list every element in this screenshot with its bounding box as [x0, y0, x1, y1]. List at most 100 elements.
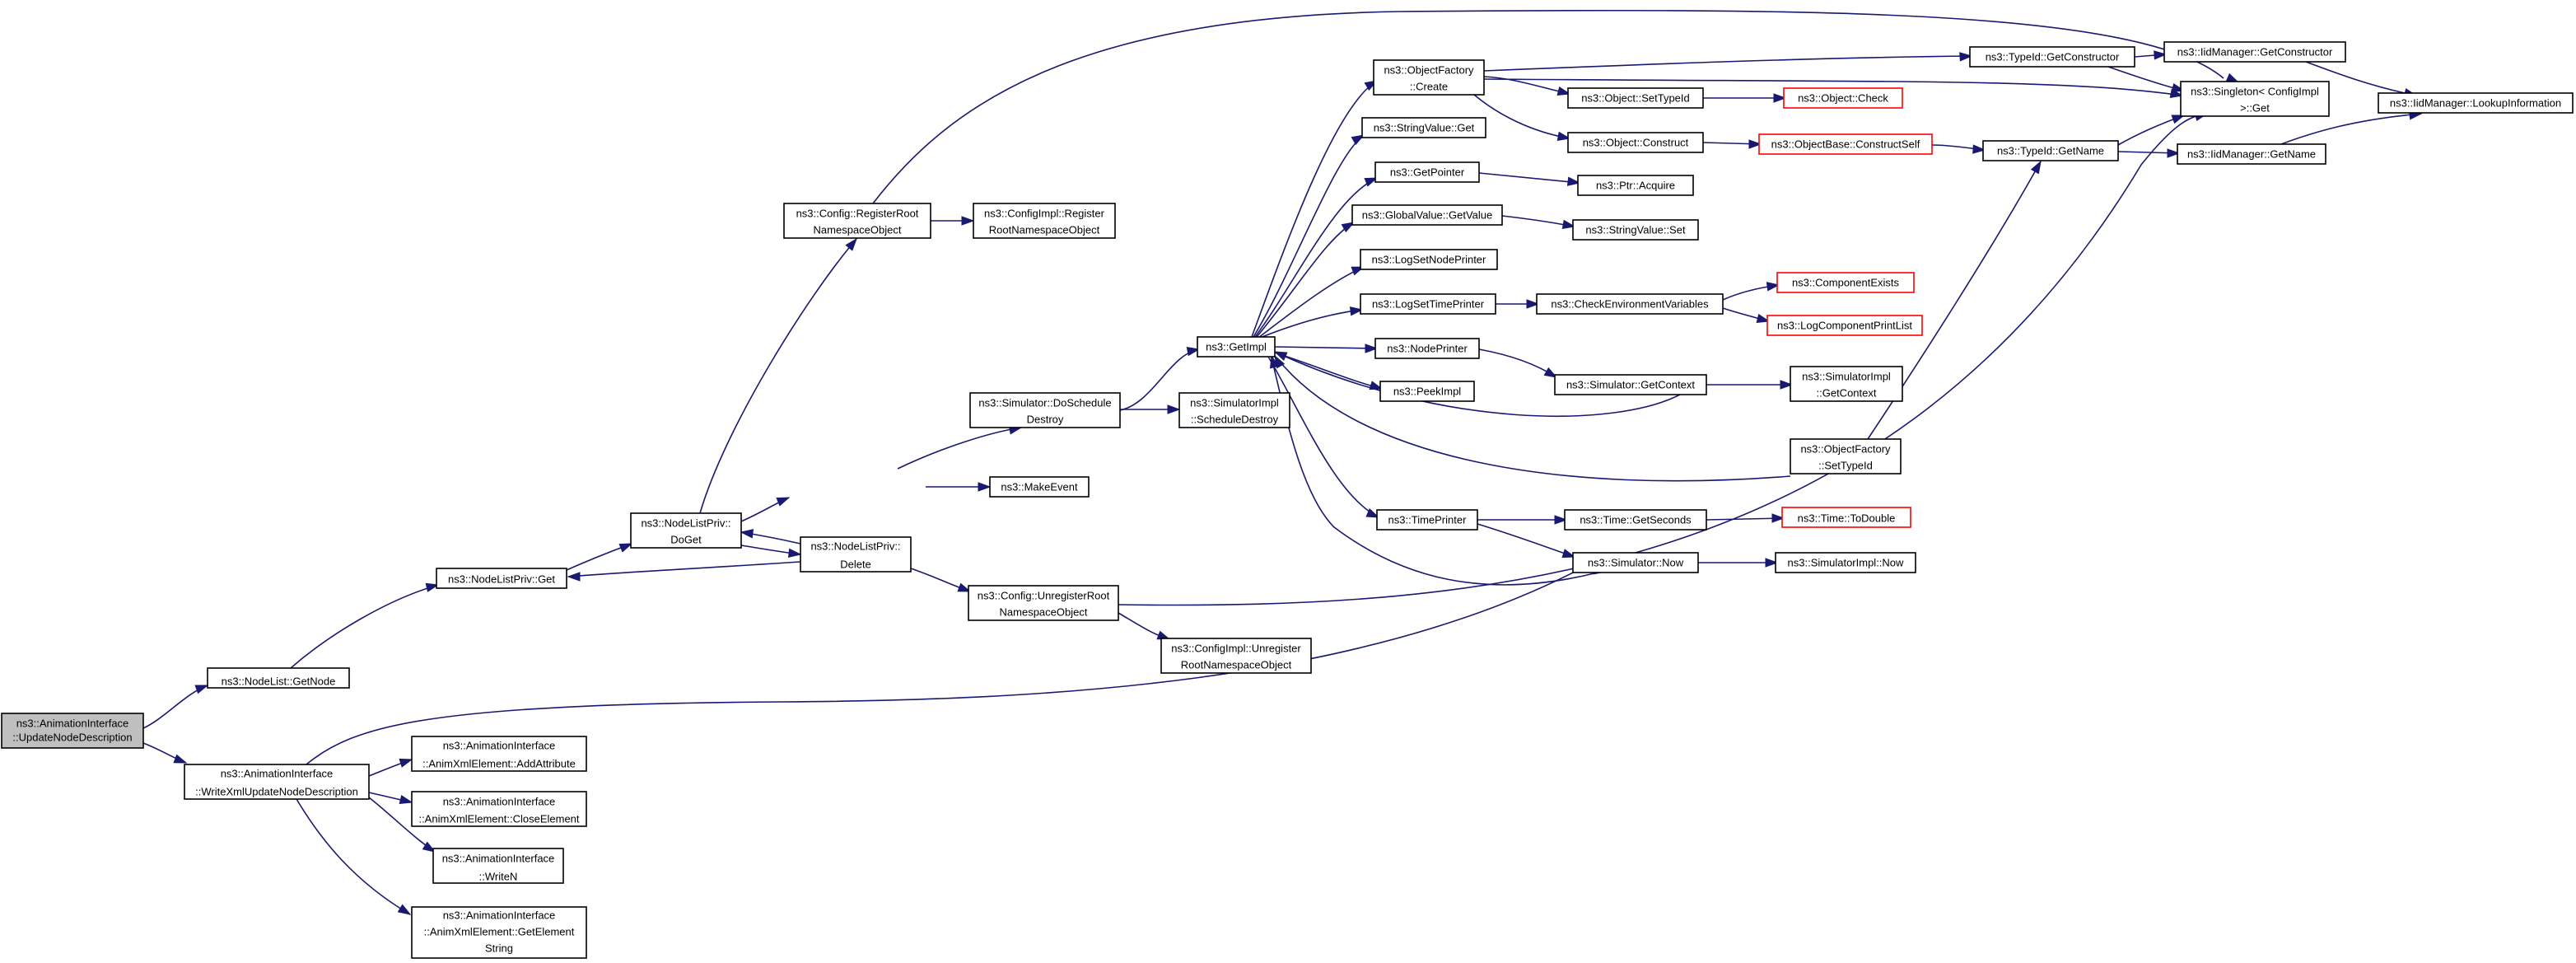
- node-writexml[interactable]: ns3::AnimationInterface::WriteXmlUpdateN…: [184, 764, 370, 800]
- node-objcheck[interactable]: ns3::Object::Check: [1783, 87, 1903, 109]
- node-timetodouble[interactable]: ns3::Time::ToDouble: [1781, 507, 1911, 528]
- node-simnow[interactable]: ns3::Simulator::Now: [1572, 552, 1699, 573]
- node-label-line: ns3::Time::GetSeconds: [1580, 513, 1692, 526]
- edge-nlpgetback: [567, 561, 801, 577]
- node-box: [2177, 143, 2326, 165]
- node-label-line: >::Get: [2240, 101, 2270, 114]
- node-unregroot[interactable]: ns3::Config::UnregisterRootNamespaceObje…: [968, 585, 1119, 621]
- node-box: [969, 392, 1121, 428]
- node-label-line: ::ScheduleDestroy: [1191, 413, 1279, 425]
- node-label-line: NamespaceObject: [814, 223, 902, 236]
- node-box: [1790, 366, 1903, 402]
- edge-nodeprinter: [1274, 346, 1378, 349]
- node-cfgimplunreg[interactable]: ns3::ConfigImpl::UnregisterRootNamespace…: [1160, 638, 1312, 674]
- node-writen[interactable]: ns3::AnimationInterface::WriteN: [432, 848, 564, 884]
- node-root[interactable]: ns3::AnimationInterface::UpdateNodeDescr…: [1, 713, 144, 749]
- node-label-line: ns3::NodePrinter: [1387, 342, 1468, 354]
- node-box: [783, 203, 931, 239]
- node-getelstr[interactable]: ns3::AnimationInterface::AnimXmlElement:…: [411, 906, 587, 959]
- node-label-line: ns3::LogSetNodePrinter: [1372, 253, 1486, 265]
- node-label-line: ::AnimXmlElement::AddAttribute: [422, 757, 576, 769]
- node-compexists[interactable]: ns3::ComponentExists: [1776, 272, 1915, 293]
- node-label-line: ns3::Time::ToDouble: [1798, 512, 1896, 524]
- node-makeevent[interactable]: ns3::MakeEvent: [989, 476, 1090, 498]
- node-label-line: DoGet: [670, 533, 702, 545]
- node-logsetnode[interactable]: ns3::LogSetNodePrinter: [1360, 249, 1498, 270]
- node-iidlookup[interactable]: ns3::IidManager::LookupInformation: [2378, 92, 2574, 114]
- node-timegetsec[interactable]: ns3::Time::GetSeconds: [1564, 509, 1707, 531]
- node-box: [1374, 161, 1480, 183]
- node-box: [1564, 509, 1707, 531]
- arrowhead-objbasecsB: [1972, 144, 1986, 154]
- arrowhead-getelstr: [397, 904, 412, 915]
- node-timeprinter[interactable]: ns3::TimePrinter: [1376, 509, 1478, 531]
- node-box: [207, 667, 350, 689]
- node-getimpl[interactable]: ns3::GetImpl: [1197, 336, 1276, 358]
- node-objfactcreate[interactable]: ns3::ObjectFactory::Create: [1373, 59, 1485, 96]
- node-label-line: String: [485, 942, 513, 954]
- node-peekimpl[interactable]: ns3::PeekImpl: [1379, 381, 1475, 402]
- node-gvgetvalue[interactable]: ns3::GlobalValue::GetValue: [1351, 204, 1503, 226]
- node-box: [989, 476, 1090, 498]
- node-tidgetname[interactable]: ns3::TypeId::GetName: [1982, 140, 2119, 161]
- node-ptracquire[interactable]: ns3::Ptr::Acquire: [1577, 175, 1694, 196]
- arrowhead-getimplB: [1273, 351, 1288, 362]
- node-box: [1781, 507, 1911, 528]
- node-closeel[interactable]: ns3::AnimationInterface::AnimXmlElement:…: [411, 791, 587, 827]
- node-simimplsched[interactable]: ns3::SimulatorImpl::ScheduleDestroy: [1178, 392, 1290, 428]
- arrowhead-ptracquire: [1566, 176, 1581, 186]
- edge-strvalget: [1253, 134, 1365, 338]
- node-nlpget[interactable]: ns3::NodeListPriv::Get: [436, 568, 567, 589]
- node-label-line: ns3::AnimationInterface: [442, 852, 555, 864]
- node-box: [1373, 59, 1485, 96]
- node-logcompprint[interactable]: ns3::LogComponentPrintList: [1766, 315, 1923, 336]
- node-getpointer[interactable]: ns3::GetPointer: [1374, 161, 1480, 183]
- node-singleton[interactable]: ns3::Singleton< ConfigImpl >::Get: [2180, 81, 2330, 117]
- edge-ptracquire: [1478, 172, 1580, 184]
- node-objsettypeid[interactable]: ns3::Object::SetTypeId: [1567, 87, 1704, 109]
- node-simimplctx[interactable]: ns3::SimulatorImpl::GetContext: [1790, 366, 1903, 402]
- node-cfgimplreg[interactable]: ns3::ConfigImpl::RegisterRootNamespaceOb…: [973, 203, 1116, 239]
- arrowhead-closeel: [399, 794, 413, 805]
- node-label-line: ::GetContext: [1817, 386, 1877, 399]
- arrowhead-logsettime: [1349, 306, 1364, 316]
- arrowhead-nlpgetback: [567, 572, 581, 582]
- node-iidgetctor[interactable]: ns3::IidManager::GetConstructor: [2163, 41, 2346, 63]
- arrowhead-timeprinter: [1365, 508, 1380, 518]
- node-getnode[interactable]: ns3::NodeList::GetNode: [207, 667, 350, 689]
- node-objconstruct[interactable]: ns3::Object::Construct: [1567, 132, 1704, 153]
- node-nodeprinter[interactable]: ns3::NodePrinter: [1374, 338, 1480, 359]
- node-iidgetname[interactable]: ns3::IidManager::GetName: [2177, 143, 2326, 165]
- node-box: [1361, 117, 1486, 138]
- node-tidgetctor[interactable]: ns3::TypeId::GetConstructor: [1969, 46, 2135, 68]
- edge-getimplD: [1276, 357, 1791, 482]
- node-checkenv[interactable]: ns3::CheckEnvironmentVariables: [1536, 293, 1724, 315]
- node-box: [184, 764, 370, 800]
- node-doget[interactable]: ns3::NodeListPriv::DoGet: [630, 512, 742, 549]
- node-label-line: ::UpdateNodeDescription: [12, 731, 132, 743]
- edge-simgetctx: [1478, 348, 1557, 378]
- node-nlpdelete[interactable]: ns3::NodeListPriv::Delete: [800, 536, 912, 573]
- node-objfactsettid[interactable]: ns3::ObjectFactory::SetTypeId: [1790, 438, 1902, 474]
- node-addattr[interactable]: ns3::AnimationInterface::AnimXmlElement:…: [411, 736, 587, 772]
- node-strvalget[interactable]: ns3::StringValue::Get: [1361, 117, 1486, 138]
- arrowhead-simimplsched: [1167, 404, 1181, 414]
- node-logsettime[interactable]: ns3::LogSetTimePrinter: [1360, 293, 1496, 315]
- edge-getelstr: [296, 798, 411, 915]
- node-box: [1783, 87, 1903, 109]
- node-label-line: ns3::Object::SetTypeId: [1581, 91, 1690, 104]
- call-nodes: ns3::AnimationInterface::UpdateNodeDescr…: [1, 41, 2574, 959]
- arrowhead-unregroot: [957, 582, 972, 592]
- arrowhead-doget: [618, 543, 633, 553]
- arrowhead-objconstruct: [1556, 131, 1571, 141]
- node-objbasecs[interactable]: ns3::ObjectBase::ConstructSelf: [1758, 133, 1933, 155]
- node-strvalset[interactable]: ns3::StringValue::Set: [1572, 219, 1699, 241]
- node-label-line: NamespaceObject: [1000, 605, 1088, 618]
- arrowhead-objsettypeid: [1556, 86, 1571, 96]
- node-label-line: ns3::LogComponentPrintList: [1777, 319, 1912, 331]
- node-simimplnow[interactable]: ns3::SimulatorImpl::Now: [1775, 552, 1916, 573]
- edge-objfactcreate: [1251, 80, 1378, 338]
- node-simgetctx[interactable]: ns3::Simulator::GetContext: [1554, 374, 1707, 395]
